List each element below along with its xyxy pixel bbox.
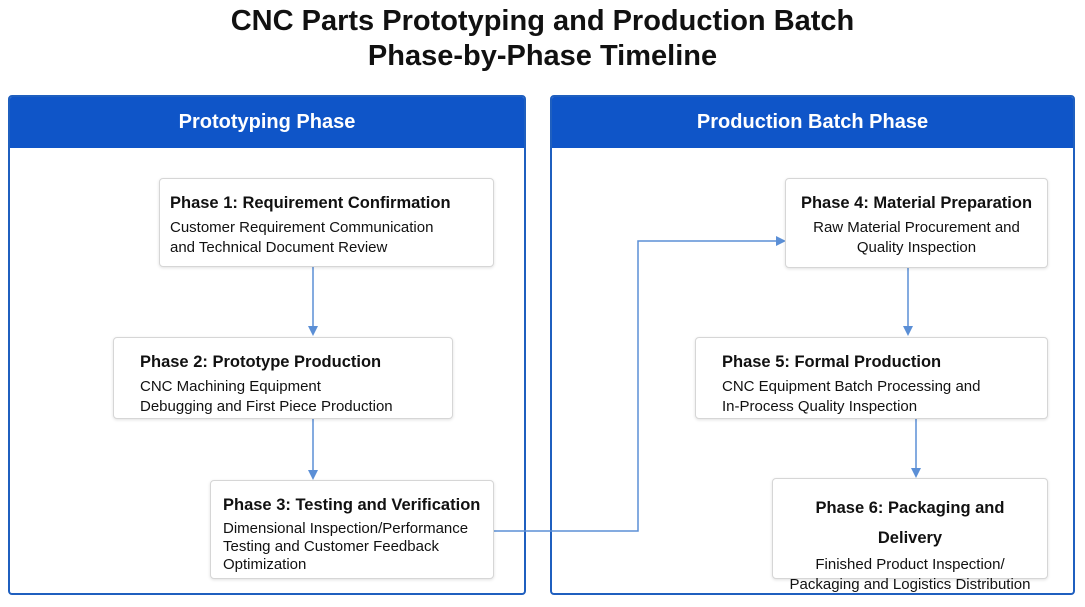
title-line-2: Phase-by-Phase Timeline bbox=[367, 40, 718, 72]
phase-5-box: Phase 5: Formal Production CNC Equipment… bbox=[695, 337, 1048, 419]
phase-3-line-3: Optimization bbox=[223, 556, 307, 573]
phase-6-line-2: Packaging and Logistics Distribution bbox=[789, 576, 1031, 593]
phase-5-line-1: CNC Equipment Batch Processing and bbox=[722, 378, 981, 395]
phase-6-title: Phase 6: Packaging and Delivery bbox=[815, 499, 1005, 547]
phase-3-line-1: Dimensional Inspection/Performance bbox=[223, 520, 469, 537]
title-line-1: CNC Parts Prototyping and Production Bat… bbox=[230, 5, 855, 37]
phase-4-line-2: Quality Inspection bbox=[856, 239, 977, 256]
phase-2-box: Phase 2: Prototype Production CNC Machin… bbox=[113, 337, 453, 419]
phase-5-line-2: In-Process Quality Inspection bbox=[722, 398, 918, 415]
phase-6-line-1: Finished Product Inspection/ bbox=[815, 556, 1005, 573]
phase-1-line-2: and Technical Document Review bbox=[170, 239, 388, 256]
production-batch-phase-header: Production Batch Phase bbox=[552, 97, 1073, 148]
phase-6-box: Phase 6: Packaging and Delivery Finished… bbox=[772, 478, 1048, 593]
prototyping-phase-header: Prototyping Phase bbox=[10, 97, 524, 148]
phase-4-line-1: Raw Material Procurement and bbox=[813, 219, 1020, 236]
phase-1-line-1: Customer Requirement Communication bbox=[170, 219, 434, 236]
phase-2-title: Phase 2: Prototype Production bbox=[140, 353, 382, 371]
phase-3-box: Phase 3: Testing and Verification Dimens… bbox=[210, 480, 494, 579]
phase-3-line-2: Testing and Customer Feedback bbox=[223, 538, 439, 555]
phase-3-title: Phase 3: Testing and Verification bbox=[223, 496, 481, 514]
phase-4-box: Phase 4: Material Preparation Raw Materi… bbox=[785, 178, 1048, 268]
phase-1-title: Phase 1: Requirement Confirmation bbox=[170, 194, 451, 212]
phase-2-line-1: CNC Machining Equipment bbox=[140, 378, 321, 395]
phase-5-title: Phase 5: Formal Production bbox=[722, 353, 942, 371]
diagram-title: CNC Parts Prototyping and Production Bat… bbox=[0, 4, 1085, 74]
phase-4-title: Phase 4: Material Preparation bbox=[800, 194, 1033, 212]
phase-2-line-2: Debugging and First Piece Production bbox=[140, 398, 393, 415]
phase-1-box: Phase 1: Requirement Confirmation Custom… bbox=[159, 178, 494, 267]
